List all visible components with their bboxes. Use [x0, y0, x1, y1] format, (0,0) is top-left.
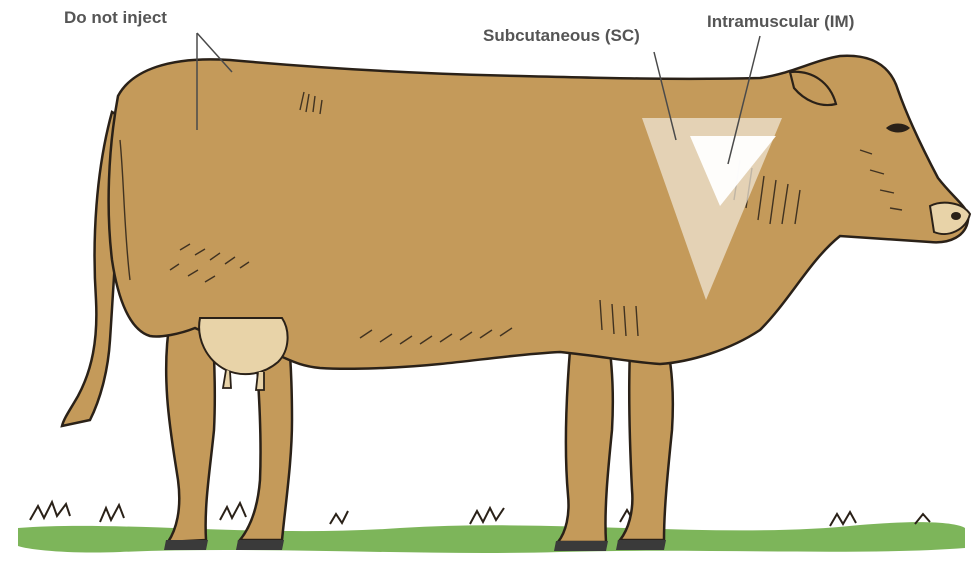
label-intramuscular: Intramuscular (IM) [707, 12, 854, 32]
label-subcutaneous: Subcutaneous (SC) [483, 26, 640, 46]
grass-ground [18, 502, 965, 553]
label-do-not-inject: Do not inject [64, 8, 167, 28]
